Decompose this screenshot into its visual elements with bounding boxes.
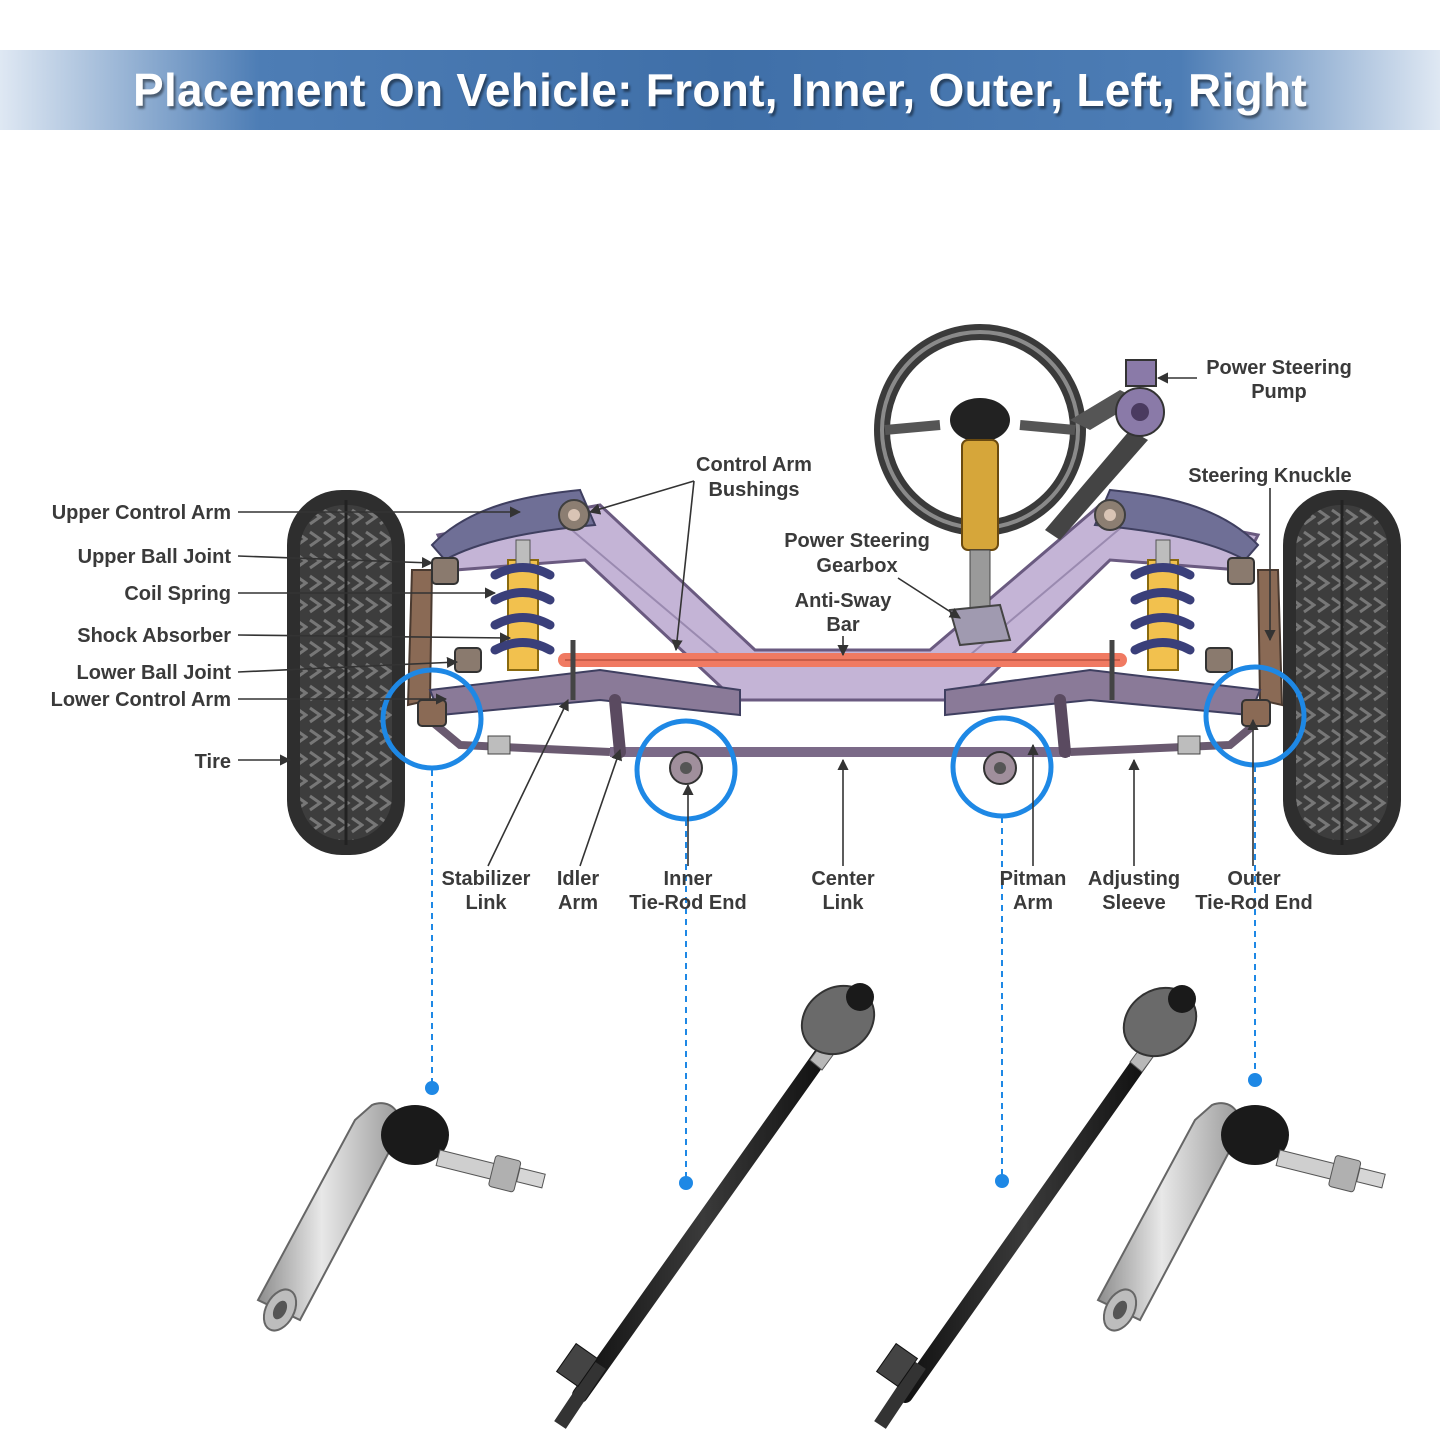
upper-control-arm-left bbox=[430, 488, 597, 562]
label-center-link-1: Center bbox=[811, 868, 875, 890]
label-pitman-arm-1: Pitman bbox=[1000, 868, 1067, 890]
coil-spring-left bbox=[507, 539, 539, 671]
label-upper-ball-joint: Upper Ball Joint bbox=[78, 546, 232, 568]
power-steering-pump bbox=[1045, 359, 1165, 540]
tire-right bbox=[1283, 490, 1401, 855]
outer-tie-rod-end-right bbox=[1096, 1102, 1386, 1332]
coil-spring-left-coils bbox=[490, 563, 555, 655]
label-outer-tie-rod-end-1: Outer bbox=[1227, 868, 1281, 890]
connector-dot-outer-right bbox=[1248, 1073, 1262, 1087]
highlight-outer-tie-rod-right bbox=[1203, 664, 1307, 768]
outer-tie-rod-joint-left bbox=[417, 699, 447, 727]
label-center-link-2: Link bbox=[822, 892, 864, 914]
highlight-inner-tie-rod-left bbox=[634, 718, 738, 822]
connector-dot-inner-left bbox=[679, 1176, 693, 1190]
label-steering-knuckle: Steering Knuckle bbox=[1188, 465, 1351, 487]
label-power-steering-pump-1: Power Steering bbox=[1206, 357, 1352, 379]
label-power-steering-gearbox-1: Power Steering bbox=[784, 530, 930, 552]
label-stabilizer-link-2: Link bbox=[465, 892, 507, 914]
label-control-arm-bushings-2: Bushings bbox=[708, 479, 799, 501]
coil-spring-right bbox=[1147, 539, 1179, 671]
upper-control-arm-right bbox=[1093, 488, 1260, 562]
page-title: Placement On Vehicle: Front, Inner, Oute… bbox=[132, 64, 1308, 116]
idler-arm bbox=[609, 694, 626, 758]
label-upper-control-arm: Upper Control Arm bbox=[52, 502, 231, 524]
inner-tie-rod-end-left bbox=[554, 983, 876, 1429]
adjusting-sleeve-left bbox=[487, 735, 511, 755]
inner-tie-rod-end-right bbox=[874, 985, 1198, 1429]
label-pitman-arm-2: Arm bbox=[1013, 892, 1053, 914]
lower-ball-joint-left bbox=[454, 647, 482, 673]
label-power-steering-gearbox-2: Gearbox bbox=[816, 555, 897, 577]
upper-ball-joint-left bbox=[431, 557, 459, 585]
pitman-arm bbox=[1054, 694, 1071, 758]
connector-dot-inner-right bbox=[995, 1174, 1009, 1188]
tie-rod-right bbox=[1069, 716, 1263, 756]
upper-ball-joint-right bbox=[1227, 557, 1255, 585]
label-inner-tie-rod-end-2: Tie-Rod End bbox=[629, 892, 746, 914]
lower-control-arm-left bbox=[428, 668, 741, 717]
label-anti-sway-bar-2: Bar bbox=[826, 614, 860, 636]
label-anti-sway-bar-1: Anti-Sway bbox=[795, 590, 893, 612]
coil-spring-right-coils bbox=[1130, 563, 1195, 655]
label-adjusting-sleeve-1: Adjusting bbox=[1088, 868, 1180, 890]
steering-column bbox=[961, 439, 999, 551]
highlight-inner-tie-rod-right bbox=[950, 715, 1054, 819]
outer-tie-rod-joint-right bbox=[1241, 699, 1271, 727]
label-lower-ball-joint: Lower Ball Joint bbox=[77, 662, 232, 684]
label-lower-control-arm: Lower Control Arm bbox=[51, 689, 231, 711]
power-steering-gearbox bbox=[948, 603, 1012, 647]
label-idler-arm-1: Idler bbox=[557, 868, 599, 890]
tie-rod-left bbox=[427, 716, 611, 756]
outer-tie-rod-end-left bbox=[256, 1102, 546, 1332]
adjusting-sleeve-right bbox=[1177, 735, 1201, 755]
label-control-arm-bushings-1: Control Arm bbox=[696, 454, 812, 476]
label-tire: Tire bbox=[195, 751, 231, 773]
label-stabilizer-link-1: Stabilizer bbox=[442, 868, 531, 890]
connector-dot-outer-left bbox=[425, 1081, 439, 1095]
label-inner-tie-rod-end-1: Inner bbox=[664, 868, 713, 890]
tire-left bbox=[287, 490, 405, 855]
highlight-outer-tie-rod-left bbox=[380, 667, 484, 771]
label-shock-absorber: Shock Absorber bbox=[77, 625, 231, 647]
title-banner: Placement On Vehicle: Front, Inner, Oute… bbox=[0, 50, 1440, 130]
lower-ball-joint-right bbox=[1205, 647, 1233, 673]
label-coil-spring: Coil Spring bbox=[124, 583, 231, 605]
label-adjusting-sleeve-2: Sleeve bbox=[1102, 892, 1165, 914]
label-idler-arm-2: Arm bbox=[558, 892, 598, 914]
label-outer-tie-rod-end-2: Tie-Rod End bbox=[1195, 892, 1312, 914]
label-power-steering-pump-2: Pump bbox=[1251, 381, 1307, 403]
